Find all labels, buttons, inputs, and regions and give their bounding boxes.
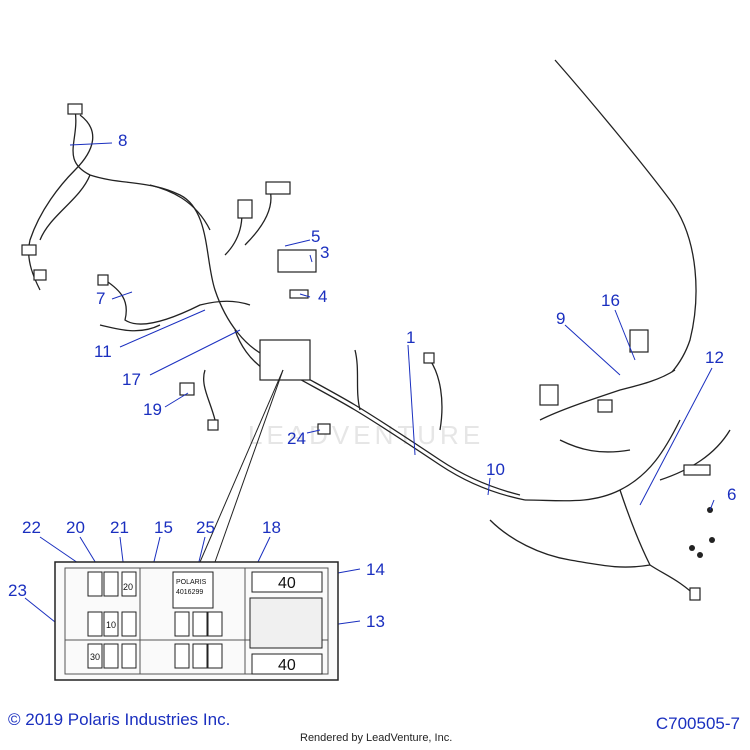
- callout-8: 8: [118, 131, 127, 150]
- callout-16: 16: [601, 291, 620, 310]
- copyright-text: © 2019 Polaris Industries Inc.: [8, 710, 231, 729]
- callout-17: 17: [122, 370, 141, 389]
- harness-lines: [28, 59, 731, 601]
- fuse-label-10: 10: [106, 620, 116, 630]
- callout-6: 6: [727, 485, 736, 504]
- big-fuse-label-top: 40: [278, 575, 296, 592]
- callout-25: 25: [196, 518, 215, 537]
- callout-1: 1: [406, 328, 415, 347]
- callout-3: 3: [320, 243, 329, 262]
- rendered-by-text: Rendered by LeadVenture, Inc.: [300, 732, 453, 744]
- callout-20: 20: [66, 518, 85, 537]
- callout-12: 12: [705, 348, 724, 367]
- leadventure-watermark: LEADVENTURE: [248, 420, 485, 450]
- relay-number: 4016299: [176, 589, 203, 596]
- screw-set: [689, 507, 715, 558]
- callout-4: 4: [318, 287, 327, 306]
- callout-22: 22: [22, 518, 41, 537]
- callout-23: 23: [8, 581, 27, 600]
- callout-9: 9: [556, 309, 565, 328]
- callout-14: 14: [366, 560, 385, 579]
- fuse-box-detail: 20 10 30 40 40 POLARIS 4016299: [54, 561, 339, 681]
- callout-7: 7: [96, 289, 105, 308]
- callout-labels: 1 3 4 5 6 7 8 9 10 11 12 13 14 15 16 17 …: [8, 131, 736, 631]
- callout-13: 13: [366, 612, 385, 631]
- callout-15: 15: [154, 518, 173, 537]
- callout-5: 5: [311, 227, 320, 246]
- callout-10: 10: [486, 460, 505, 479]
- connector-blocks: [21, 103, 711, 601]
- fuse-label-30: 30: [90, 652, 100, 662]
- callout-21: 21: [110, 518, 129, 537]
- callout-24: 24: [287, 429, 306, 448]
- relay-brand: POLARIS: [176, 579, 207, 586]
- callout-19: 19: [143, 400, 162, 419]
- big-fuse-label-bottom: 40: [278, 657, 296, 674]
- part-number: C700505-7: [655, 714, 740, 733]
- callout-11: 11: [94, 342, 112, 361]
- callout-18: 18: [262, 518, 281, 537]
- fuse-label-20: 20: [123, 582, 133, 592]
